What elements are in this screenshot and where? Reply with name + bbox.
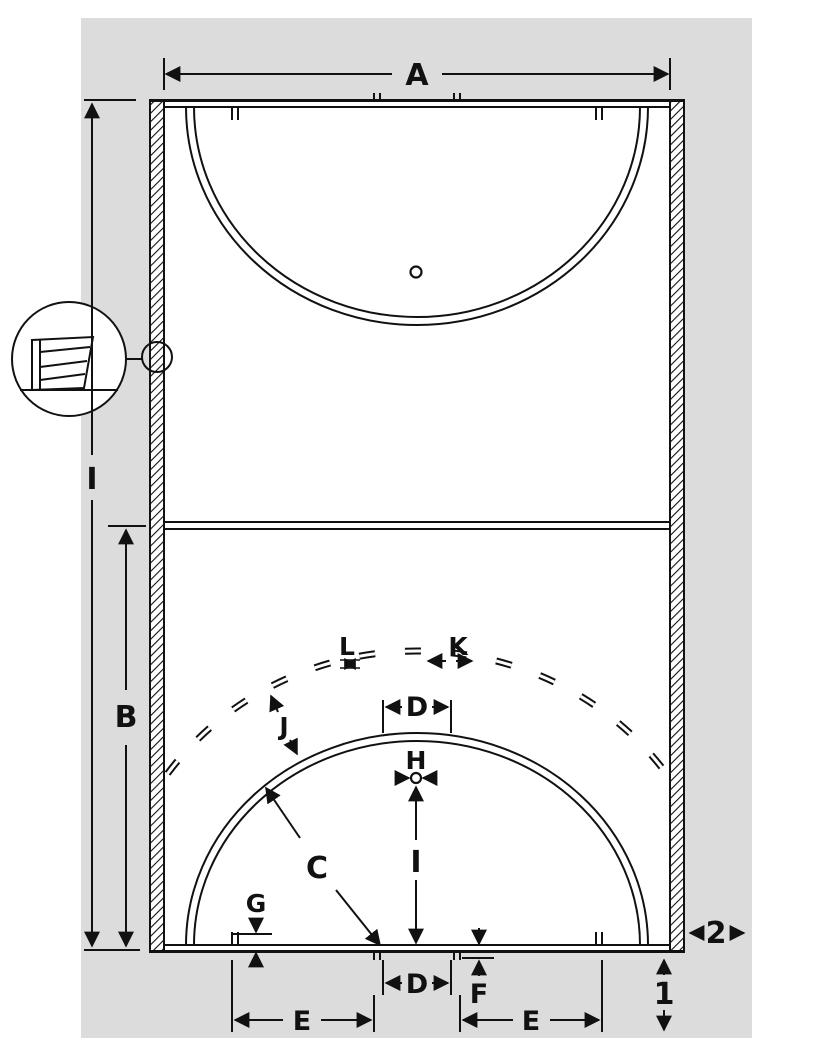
label-j: J [277, 712, 288, 741]
label-2: 2 [706, 916, 727, 951]
right-side-wall [669, 99, 685, 953]
label-i-inner: I [410, 845, 421, 880]
end-lines [150, 100, 684, 952]
label-l: L [339, 632, 355, 661]
top-goal-area [185, 106, 649, 326]
left-side-wall [149, 99, 165, 953]
label-d-bottom: D [406, 969, 428, 1000]
label-h: H [406, 746, 427, 775]
free-throw-arc-inner [164, 649, 670, 782]
centre-line [164, 521, 670, 530]
label-1: 1 [654, 977, 675, 1012]
bottom-goal-area [185, 732, 649, 946]
top-penalty-spot [409, 265, 423, 279]
label-i-court-length: I [86, 462, 97, 497]
label-k: K [448, 632, 469, 661]
bottom-penalty-spot [409, 771, 423, 785]
label-a: A [405, 58, 429, 93]
label-e-right: E [522, 1006, 540, 1037]
bottom-end-ticks [231, 932, 603, 960]
label-g: G [246, 889, 267, 918]
label-b: B [115, 700, 138, 735]
wall-detail-magnifier [11, 301, 173, 417]
top-end-ticks [231, 93, 603, 120]
label-d-top: D [406, 692, 428, 723]
label-c: C [306, 851, 328, 886]
label-e-left: E [293, 1006, 311, 1037]
dimension-lines [84, 58, 746, 1032]
label-f: F [470, 979, 488, 1010]
